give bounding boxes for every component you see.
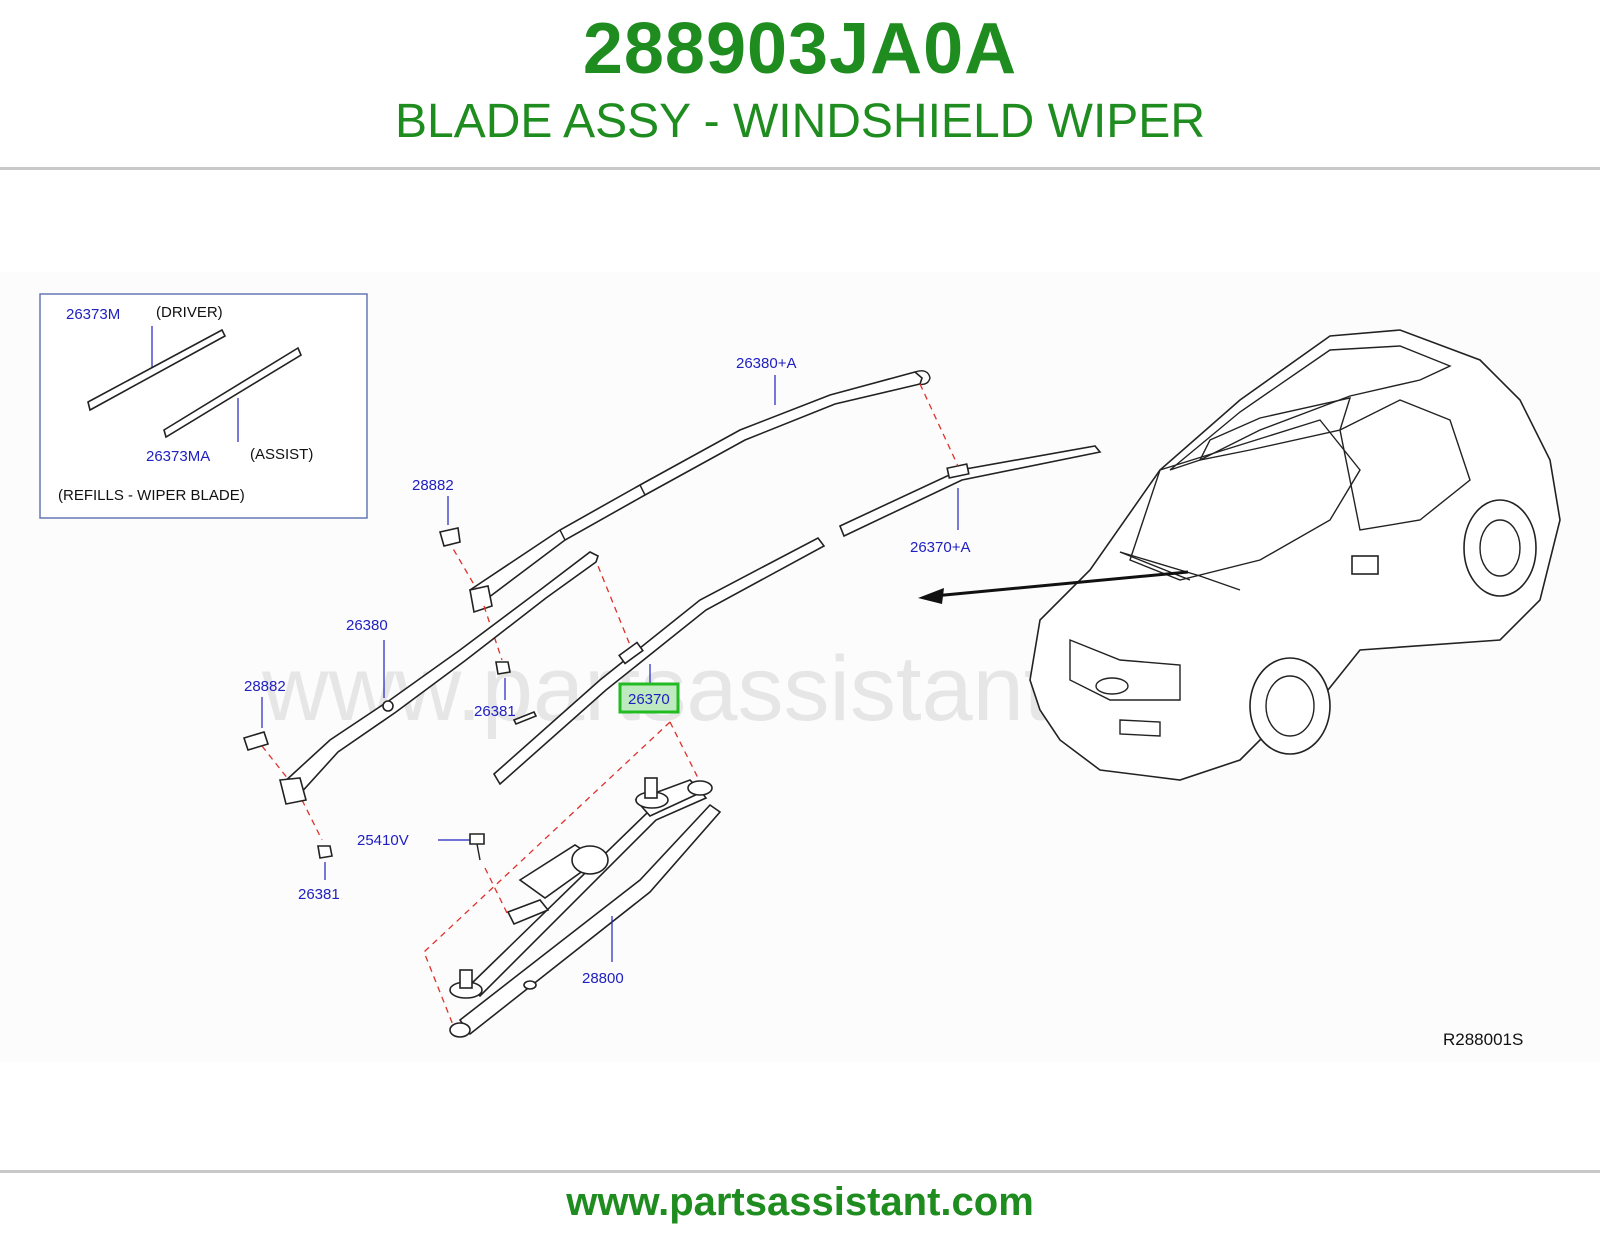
part-number-title: 288903JA0A bbox=[582, 9, 1018, 89]
refill-driver-note: (DRIVER) bbox=[156, 304, 223, 321]
diagram-code: R288001S bbox=[1443, 1030, 1523, 1049]
wiper-arm-driver[interactable] bbox=[278, 551, 599, 805]
dashed-linkage-group bbox=[423, 721, 701, 1031]
callout-blade-assist[interactable]: 26370+A bbox=[910, 539, 970, 556]
pivot-nut-lower[interactable] bbox=[317, 845, 333, 859]
footer-url[interactable]: www.partsassistant.com bbox=[566, 1180, 1034, 1224]
highlight-box-blade-driver bbox=[618, 682, 680, 714]
bolt-part[interactable] bbox=[469, 833, 485, 845]
pivot-cap-upper[interactable] bbox=[438, 527, 461, 547]
clip-small bbox=[512, 710, 538, 726]
part-description: BLADE ASSY - WINDSHIELD WIPER bbox=[395, 95, 1205, 148]
callout-nut-lower[interactable]: 26381 bbox=[298, 886, 340, 903]
refill-caption: (REFILLS - WIPER BLADE) bbox=[58, 487, 245, 504]
callout-blade-driver[interactable]: 26370 bbox=[628, 691, 670, 708]
callout-arm-driver[interactable]: 26380 bbox=[346, 617, 388, 634]
wiper-arm-assist[interactable] bbox=[468, 370, 931, 614]
dashed-cap-upper bbox=[447, 539, 477, 589]
callout-arm-assist[interactable]: 26380+A bbox=[736, 355, 796, 372]
refill-inset: 26373M (DRIVER) 26373MA (ASSIST) (REFILL… bbox=[39, 293, 368, 519]
dashed-arm-to-blade-assist bbox=[919, 383, 959, 467]
callout-cap-lower[interactable]: 28882 bbox=[244, 678, 286, 695]
refill-assist-note: (ASSIST) bbox=[250, 446, 313, 463]
callout-refill-driver[interactable]: 26373M bbox=[66, 306, 120, 323]
callout-nut-upper[interactable]: 26381 bbox=[474, 703, 516, 720]
dashed-nut-upper bbox=[483, 605, 503, 661]
wiper-blade-assist[interactable] bbox=[838, 445, 1102, 538]
page-header: 288903JA0A BLADE ASSY - WINDSHIELD WIPER bbox=[0, 0, 1600, 170]
refill-strip-driver[interactable] bbox=[87, 328, 227, 412]
callout-linkage-motor[interactable]: 28800 bbox=[582, 970, 624, 987]
vehicle-illustration bbox=[1029, 329, 1561, 781]
footer-divider bbox=[0, 1170, 1600, 1173]
bolt-shank bbox=[476, 843, 481, 861]
dashed-nut-lower bbox=[301, 799, 323, 841]
dashed-cap-lower bbox=[261, 745, 293, 785]
callout-cap-upper[interactable]: 28882 bbox=[412, 477, 454, 494]
callout-bolt[interactable]: 25410V bbox=[357, 832, 409, 849]
pivot-cap-lower[interactable] bbox=[242, 731, 270, 751]
arrow-pointer-line bbox=[933, 570, 1189, 598]
pivot-nut-upper[interactable] bbox=[495, 661, 511, 675]
arrow-pointer-head bbox=[918, 588, 944, 604]
callout-refill-assist[interactable]: 26373MA bbox=[146, 448, 210, 465]
refill-strip-assist[interactable] bbox=[163, 346, 303, 439]
header-divider bbox=[0, 167, 1600, 170]
linkage-motor-assembly[interactable] bbox=[449, 777, 722, 1038]
dashed-arm-to-blade-driver bbox=[593, 555, 633, 651]
wiper-blade-driver[interactable] bbox=[492, 536, 826, 786]
